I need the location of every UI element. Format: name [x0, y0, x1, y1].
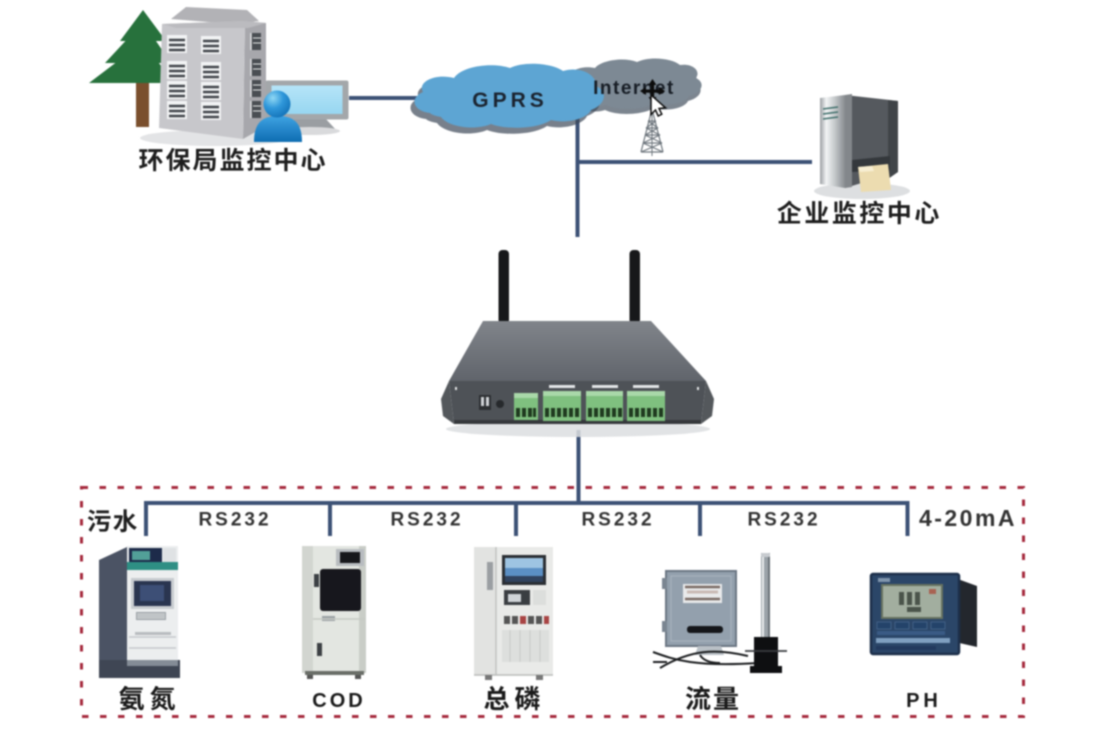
- svg-text:COD: COD: [312, 690, 365, 712]
- svg-text:PH: PH: [906, 690, 942, 712]
- svg-text:GPRS: GPRS: [472, 89, 548, 112]
- svg-text:RS232: RS232: [747, 510, 820, 531]
- svg-text:Internet: Internet: [593, 78, 675, 99]
- svg-text:4-20mA: 4-20mA: [919, 505, 1017, 531]
- svg-text:RS232: RS232: [198, 510, 271, 531]
- svg-text:RS232: RS232: [390, 510, 463, 531]
- svg-text:RS232: RS232: [581, 510, 654, 531]
